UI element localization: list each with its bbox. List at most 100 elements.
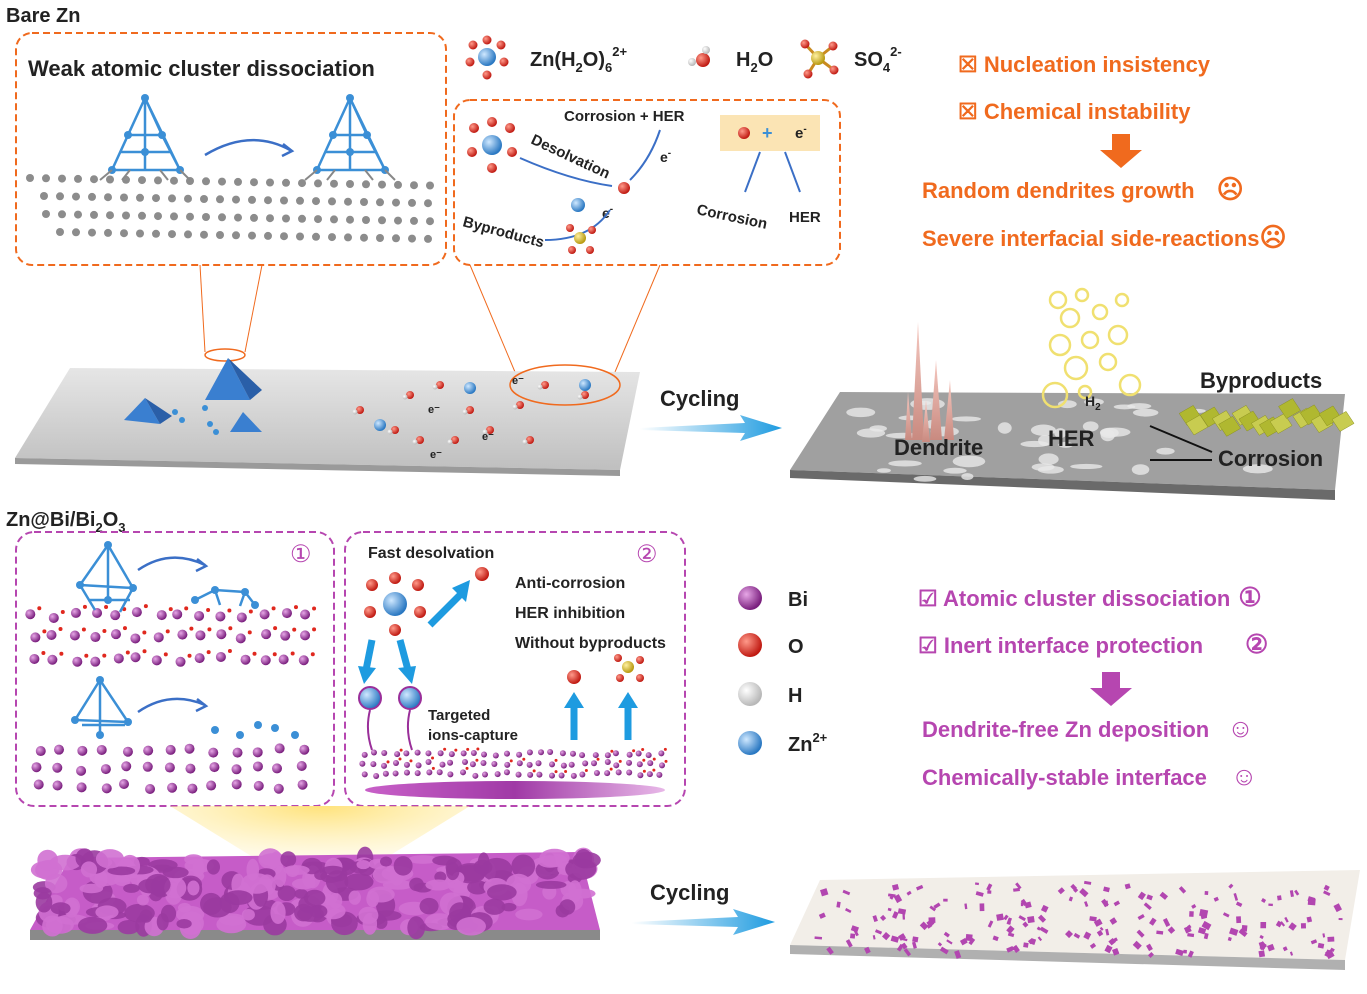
- free-water-icon: [618, 182, 630, 194]
- bi-flake: [231, 873, 245, 896]
- corrosion-branch: [744, 151, 761, 193]
- bismuth-atom-icon: [738, 586, 762, 610]
- bi-atom: [145, 783, 156, 794]
- bi-speck: [1324, 949, 1335, 960]
- o-atom: [642, 758, 646, 762]
- anti-corrosion-label: Anti-corrosion: [515, 575, 625, 592]
- o-atom: [81, 627, 86, 632]
- bi-atom: [31, 762, 42, 773]
- bi-atom: [626, 769, 633, 776]
- pit: [952, 455, 986, 468]
- bi-atom: [414, 770, 421, 777]
- o-atom: [163, 652, 168, 657]
- bi-atom: [626, 751, 633, 758]
- zinc-atom: [378, 216, 386, 225]
- zinc-atom: [312, 232, 320, 241]
- o-atom: [443, 747, 447, 751]
- zoom-glow: [170, 806, 470, 880]
- bi-speck: [1015, 882, 1022, 890]
- plus-sign: +: [762, 123, 773, 143]
- bi-atom: [90, 656, 101, 667]
- o-atom: [165, 629, 170, 634]
- cluster-left: [99, 94, 191, 181]
- bi-atom: [77, 745, 88, 756]
- zinc-atom: [410, 216, 418, 225]
- zinc-atom: [314, 179, 322, 188]
- bi-speck: [933, 902, 941, 909]
- bi-speck: [1084, 901, 1089, 908]
- zinc-atom: [280, 196, 288, 205]
- zinc-atom: [264, 231, 272, 240]
- bi-speck: [943, 898, 948, 902]
- bi-flake: [559, 899, 576, 915]
- zinc-atom: [90, 210, 98, 219]
- water-dot: [516, 401, 524, 409]
- bi-speck: [850, 925, 859, 933]
- legend-water: H2O: [736, 49, 773, 75]
- bi-flake: [408, 855, 438, 864]
- bi-atom: [645, 752, 652, 759]
- bi-flake: [487, 884, 517, 901]
- bi-atom: [579, 771, 586, 778]
- o-atom: [465, 766, 469, 770]
- result-dendrites: Random dendrites growth☹: [922, 174, 1244, 204]
- capture-arrow-2-head: [398, 666, 416, 684]
- reaction-water-icon: [738, 127, 750, 139]
- zinc-lattice: [26, 174, 434, 243]
- bi-flake: [114, 875, 131, 886]
- bi-atom: [300, 609, 311, 620]
- bubble: [1098, 352, 1118, 372]
- bi-atom: [231, 764, 242, 775]
- bi-speck: [1099, 926, 1104, 931]
- dendrite-spikes: [905, 322, 954, 442]
- bi-atom: [96, 744, 107, 755]
- bi-atom: [612, 750, 619, 757]
- bi-speck: [996, 913, 1004, 921]
- bi-atom: [659, 762, 666, 769]
- bi-speck: [1089, 942, 1097, 949]
- bi-flake: [456, 916, 486, 936]
- bi-speck: [1156, 930, 1164, 935]
- o-atom: [475, 758, 479, 762]
- bi-speck: [1036, 926, 1041, 931]
- bi-atom: [261, 629, 272, 640]
- bi-atom: [547, 749, 554, 756]
- bi-speck: [1105, 928, 1110, 936]
- bi-speck: [1236, 916, 1242, 924]
- pit: [885, 432, 921, 439]
- bi-speck: [1307, 896, 1316, 903]
- pit: [846, 407, 876, 418]
- byproducts-label: Byproducts: [461, 213, 546, 251]
- bi-flake: [274, 865, 287, 888]
- capture-tether: [366, 709, 413, 751]
- o-atom: [207, 627, 212, 632]
- bi-atom: [100, 764, 111, 775]
- bi-atom: [437, 750, 444, 757]
- bi-atom: [636, 761, 643, 768]
- bi-atom: [426, 769, 433, 776]
- bi-atom: [187, 783, 198, 794]
- bi-atom: [373, 772, 380, 779]
- bi-flake: [177, 902, 192, 913]
- bi-atom: [184, 743, 195, 754]
- pit: [1100, 429, 1115, 442]
- bi-atom: [590, 760, 597, 767]
- bubble: [1080, 330, 1100, 350]
- bi-specks: [814, 880, 1343, 960]
- bi-speck: [818, 912, 826, 919]
- cycled-bi-plate: [790, 870, 1360, 960]
- h-dot: [352, 409, 358, 415]
- o-atom: [664, 759, 668, 763]
- bi-speck: [1147, 951, 1154, 958]
- zinc-atom: [170, 212, 178, 221]
- bi-atom: [215, 651, 226, 662]
- bi-flake: [356, 859, 371, 870]
- bi-flake: [297, 906, 324, 922]
- bi-flake: [409, 877, 424, 892]
- electron-mark: e⁻: [430, 449, 442, 461]
- legend-h: H: [788, 685, 802, 707]
- o-atom: [102, 629, 107, 634]
- bi-flake: [187, 880, 200, 896]
- pit: [1058, 400, 1077, 409]
- bi-flake: [95, 905, 119, 919]
